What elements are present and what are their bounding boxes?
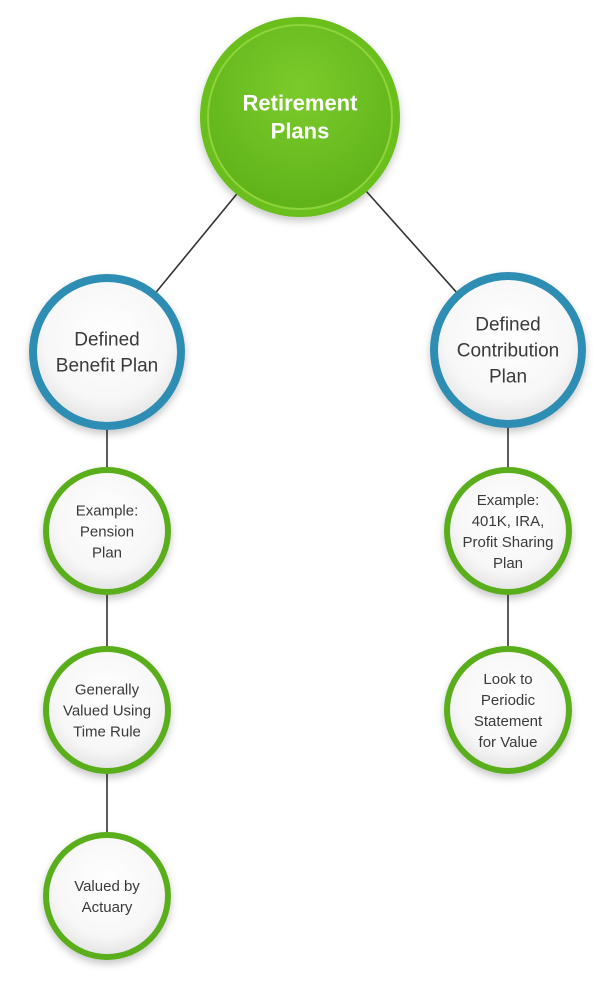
node-label-line: Actuary — [82, 899, 133, 916]
node-label-line: Defined — [475, 315, 541, 336]
node-label-line: Pension — [80, 523, 134, 540]
node-label-line: Example: — [76, 502, 139, 519]
node-label-line: Periodic — [481, 692, 536, 709]
node-label-line: Statement — [474, 713, 543, 730]
node-label-line: for Value — [479, 734, 538, 751]
connector-root-to-defined-benefit — [154, 192, 239, 294]
node-valued-by-actuary: Valued by Actuary — [43, 832, 171, 960]
node-disc — [37, 282, 177, 422]
node-label-line: Example: — [477, 492, 540, 509]
node-label-line: Plans — [271, 119, 330, 144]
node-label-line: Plan — [92, 544, 122, 561]
node-label-line: 401K, IRA, — [472, 513, 545, 530]
node-label-line: Time Rule — [73, 723, 141, 740]
node-label-line: Contribution — [457, 341, 559, 362]
connectors — [106, 189, 509, 834]
node-disc — [49, 838, 165, 954]
node-label-line: Profit Sharing — [463, 534, 554, 551]
node-label-line: Benefit Plan — [56, 356, 158, 377]
node-disc — [49, 652, 165, 768]
node-label-line: Defined — [74, 330, 140, 351]
node-disc — [450, 652, 566, 768]
node-label-line: Look to — [483, 671, 532, 688]
node-label-line: Plan — [489, 367, 527, 388]
node-disc — [49, 473, 165, 589]
node-disc — [207, 24, 393, 210]
node-label-line: Retirement — [243, 91, 359, 116]
node-label-line: Valued by — [74, 878, 140, 895]
node-label-line: Valued Using — [63, 702, 151, 719]
node-label-line: Generally — [75, 681, 140, 698]
node-disc — [450, 473, 566, 589]
connector-root-to-defined-contribution — [364, 189, 458, 294]
node-disc — [438, 280, 578, 420]
node-label-line: Plan — [493, 555, 523, 572]
